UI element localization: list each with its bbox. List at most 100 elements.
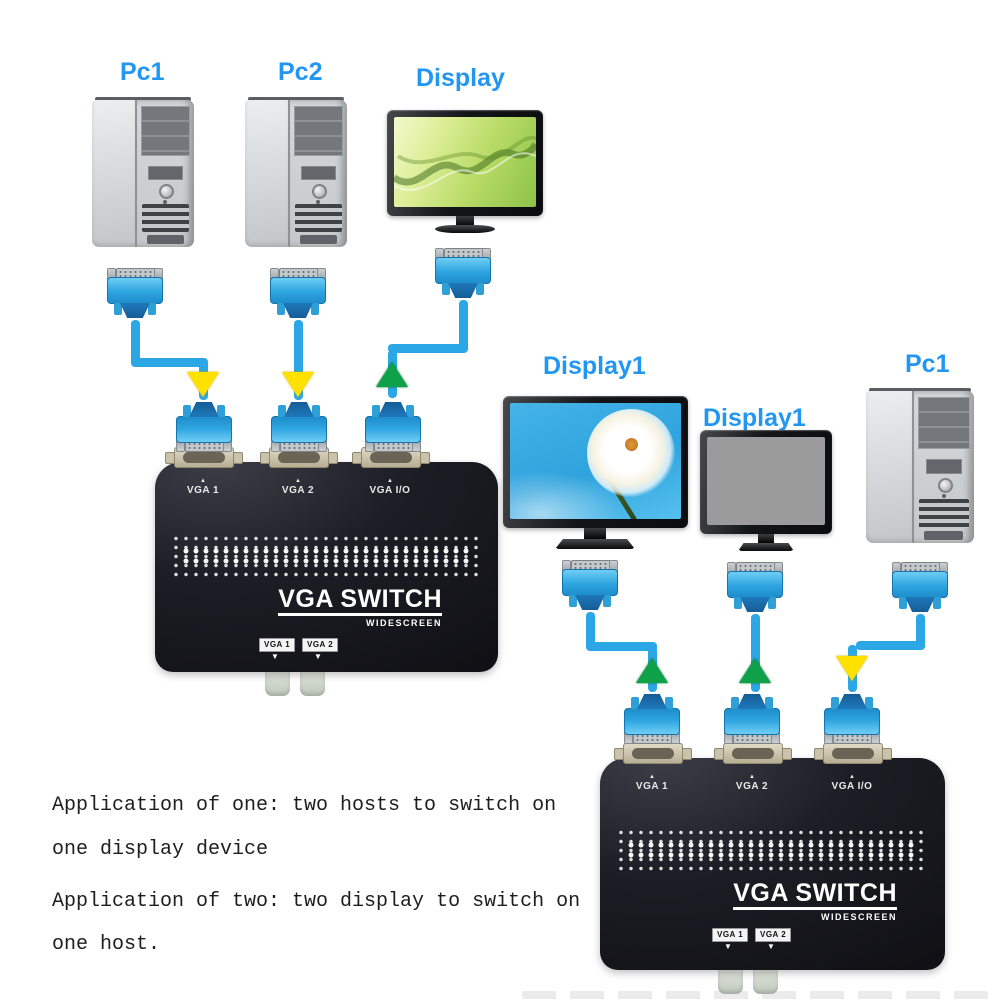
connector-tail (637, 694, 667, 709)
flow-arrow-up-icon (636, 658, 668, 683)
connector-body (435, 257, 491, 284)
vga-port-1 (614, 743, 692, 764)
power-led (941, 494, 946, 499)
drive-bays (917, 397, 970, 450)
monitor-display1-b (700, 430, 832, 551)
vent-dots-large (626, 840, 918, 860)
connector-tab (631, 697, 639, 709)
caption-app-two-line2: one host. (52, 933, 161, 956)
connector-tab (148, 303, 156, 315)
port-label: VGA 1 (186, 485, 220, 496)
device-label-display-left: Display (416, 64, 505, 92)
connector-tab (734, 597, 742, 609)
connector-tail (575, 595, 605, 610)
connector-tail (189, 402, 219, 417)
cable-segment (459, 300, 468, 352)
vga-connector-down (624, 690, 680, 744)
vent-grille (142, 204, 189, 233)
switch-subtitle: WIDESCREEN (365, 618, 442, 629)
connector-tail (378, 402, 408, 417)
connector-tab (933, 597, 941, 609)
connector-body (562, 569, 618, 596)
cable-segment (586, 612, 595, 650)
vga-connector-up (727, 562, 783, 616)
wave-graphic (394, 135, 536, 191)
connector-tab (831, 697, 839, 709)
monitor-stand (555, 539, 635, 549)
connector-tab (665, 697, 673, 709)
power-button (937, 477, 953, 493)
vga-switch-1: ▲ VGA 1 ▲ VGA 2 ▲ VGA I/O VGA SWITCH WID… (155, 447, 498, 696)
vent-grille (295, 204, 342, 233)
select-button-label: VGA 2 (755, 928, 792, 942)
device-label-pc1-right: Pc1 (905, 350, 950, 378)
connector-tab (372, 405, 380, 417)
port-label-group: ▲ VGA 2 (717, 774, 787, 792)
tower-side-panel (92, 100, 137, 247)
monitor-neck (584, 528, 606, 539)
caption-app-one-line2: one display device (52, 838, 269, 861)
green-gradient (394, 117, 536, 207)
port-label-group: ▲ VGA I/O (355, 478, 425, 496)
port-label: VGA 2 (281, 485, 315, 496)
vga-switch-2: ▲ VGA 1 ▲ VGA 2 ▲ VGA I/O VGA SWITCH WID… (600, 743, 945, 994)
power-led (163, 199, 168, 204)
port-slot (183, 452, 225, 463)
select-button-label: VGA 1 (259, 638, 296, 652)
port-label: VGA 1 (635, 781, 669, 792)
vga-connector-up (562, 560, 618, 614)
brand-block: VGA SWITCH WIDESCREEN (733, 880, 897, 922)
vga-connector-up (270, 268, 326, 322)
connector-tab (311, 303, 319, 315)
vga-connector-down (724, 690, 780, 744)
power-button (312, 183, 328, 199)
io-panel (301, 166, 336, 180)
device-label-display1-b: Display1 (703, 404, 806, 432)
screen-blank-gray (707, 437, 825, 525)
down-triangle-icon: ▼ (767, 942, 775, 951)
port-label-group: ▲ VGA 1 (617, 774, 687, 792)
connector-tab (569, 595, 577, 607)
switch-title: VGA SWITCH (278, 586, 442, 617)
up-triangle-icon: ▲ (849, 774, 855, 780)
connector-tab (765, 697, 773, 709)
connector-body (624, 708, 680, 735)
port-slot (732, 748, 774, 759)
select-button-label: VGA 2 (302, 638, 339, 652)
flow-arrow-down-icon (187, 372, 219, 397)
tower-side-panel (245, 100, 290, 247)
io-panel (925, 459, 962, 474)
caption-app-two-line1: Application of two: two display to switc… (52, 890, 581, 913)
pc-tower-2 (245, 97, 347, 247)
tower-top-edge (248, 97, 344, 101)
flow-arrow-up-icon (739, 658, 771, 683)
flow-arrow-up-icon (376, 362, 408, 387)
vga-connector-down (824, 690, 880, 744)
cable-segment (856, 641, 925, 650)
connector-tail (737, 694, 767, 709)
screen-wallpaper-green (394, 117, 536, 207)
flower-bloom (586, 408, 675, 497)
io-panel (148, 166, 183, 180)
connector-body (824, 708, 880, 735)
cable-segment (388, 344, 468, 353)
tower-front-panel (911, 391, 974, 543)
connector-tab (899, 597, 907, 609)
cable-segment (586, 642, 657, 651)
monitor-stand (738, 543, 794, 551)
flow-arrow-down-icon (836, 656, 868, 681)
tower-base (300, 235, 337, 245)
vga-connector-up (107, 268, 163, 322)
connector-tail (905, 597, 935, 612)
tower-front-panel (134, 100, 194, 247)
down-triangle-icon: ▼ (724, 942, 732, 951)
power-led (316, 199, 321, 204)
cable-segment (131, 358, 208, 367)
port-label: VGA I/O (369, 485, 411, 496)
connector-tail (283, 303, 313, 318)
connector-tab (442, 283, 450, 295)
monitor-display-left (387, 110, 543, 233)
vga-connector-down (176, 398, 232, 452)
power-button (159, 183, 175, 199)
connector-tail (740, 597, 770, 612)
